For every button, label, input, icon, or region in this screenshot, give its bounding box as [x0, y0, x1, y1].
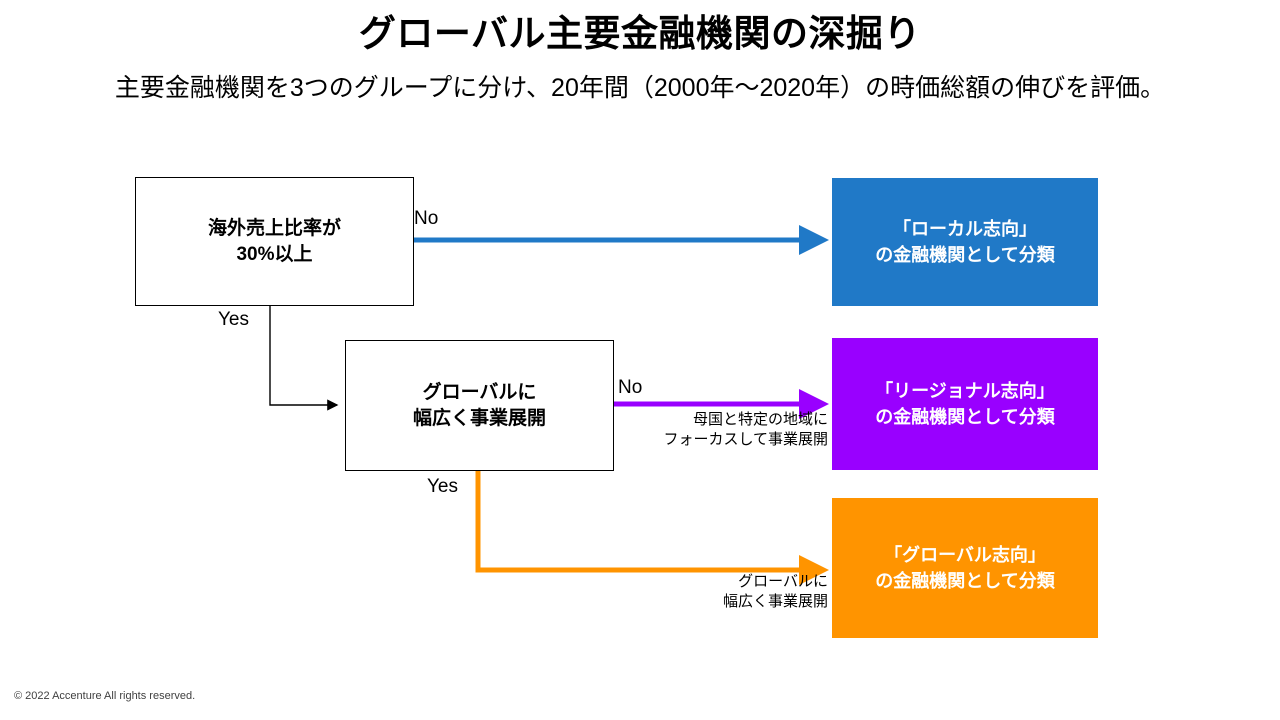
decision-box-1-label: 海外売上比率が 30%以上	[207, 217, 341, 265]
edge-label-no-regional: No	[618, 377, 643, 398]
result-box-local-label: 「ローカル志向」 の金融機関として分類	[875, 218, 1055, 265]
page-subtitle: 主要金融機関を3つのグループに分け、20年間（2000年〜2020年）の時価総額…	[114, 74, 1166, 102]
footer-copyright: © 2022 Accenture All rights reserved.	[14, 690, 196, 702]
decision-box-overseas-sales-ratio[interactable]: 海外売上比率が 30%以上	[135, 177, 414, 306]
connector-yes-global	[475, 471, 829, 585]
page-title: グローバル主要金融機関の深掘り	[358, 13, 922, 54]
edge-label-yes-decision2: Yes	[218, 309, 249, 330]
edge-note-global: グローバルに 幅広く事業展開	[722, 573, 828, 611]
connector-yes-decision2	[269, 306, 339, 411]
decision-box-2-label: グローバルに 幅広く事業展開	[412, 381, 546, 429]
result-box-regional-label: 「リージョナル志向」 の金融機関として分類	[875, 380, 1055, 427]
result-box-regional[interactable]: 「リージョナル志向」 の金融機関として分類	[832, 338, 1098, 470]
edge-note-regional: 母国と特定の地域に フォーカスして事業展開	[663, 411, 828, 449]
decision-box-global-broad-business[interactable]: グローバルに 幅広く事業展開	[345, 340, 614, 471]
result-box-global[interactable]: 「グローバル志向」 の金融機関として分類	[832, 498, 1098, 638]
result-box-local[interactable]: 「ローカル志向」 の金融機関として分類	[832, 178, 1098, 306]
edge-label-yes-global: Yes	[427, 476, 458, 497]
result-box-global-label: 「グローバル志向」 の金融機関として分類	[875, 544, 1055, 591]
edge-label-no-local: No	[414, 208, 439, 229]
